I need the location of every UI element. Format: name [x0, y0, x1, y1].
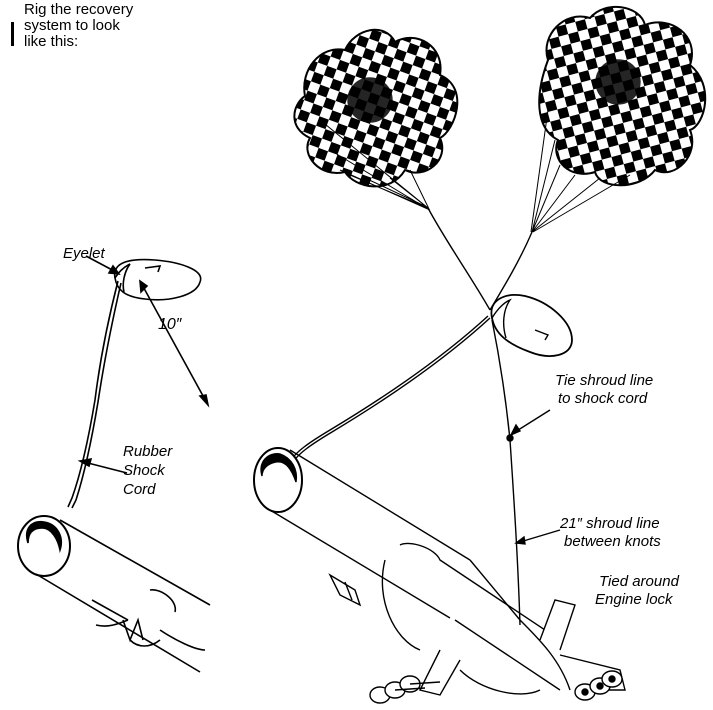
tie-shroud-line-1: Tie shroud line — [555, 372, 653, 390]
shroud-21-line-1: 21″ shroud line — [560, 515, 661, 533]
shroud-line-main — [492, 320, 520, 625]
parachute-right — [531, 7, 705, 232]
right-shock-cord — [290, 316, 490, 464]
shroud-line-left — [428, 208, 490, 310]
rocket-body — [254, 448, 625, 703]
left-nose-cone — [115, 260, 201, 300]
parachute-left — [294, 30, 457, 210]
eyelet-label: Eyelet — [63, 245, 105, 263]
left-body-tube — [18, 516, 210, 672]
fin-bottom — [420, 650, 460, 695]
length-10-label: 10″ — [158, 316, 181, 334]
shroud-21-pointer — [516, 530, 560, 544]
rubber-shock-cord-line-2: Shock — [123, 461, 172, 480]
tie-pointer — [511, 410, 550, 435]
tie-shroud-label: Tie shroud line to shock cord — [555, 372, 653, 408]
tied-around-line-2: Engine lock — [595, 591, 679, 609]
rubber-shock-cord — [68, 281, 121, 508]
shroud-21-label: 21″ shroud line between knots — [560, 515, 661, 551]
tied-around-line-1: Tied around — [595, 573, 679, 591]
shroud-21-line-2: between knots — [560, 533, 661, 551]
rubber-shock-cord-line-1: Rubber — [123, 442, 172, 461]
shock-cord-pointer — [80, 459, 127, 473]
fin-top — [540, 600, 575, 650]
tie-shroud-line-2: to shock cord — [555, 390, 653, 408]
length-arrow — [140, 281, 208, 405]
rubber-shock-cord-label: Rubber Shock Cord — [123, 442, 172, 499]
right-nose-cone — [491, 295, 572, 356]
rubber-shock-cord-line-3: Cord — [123, 480, 172, 499]
tied-around-label: Tied around Engine lock — [595, 573, 679, 609]
